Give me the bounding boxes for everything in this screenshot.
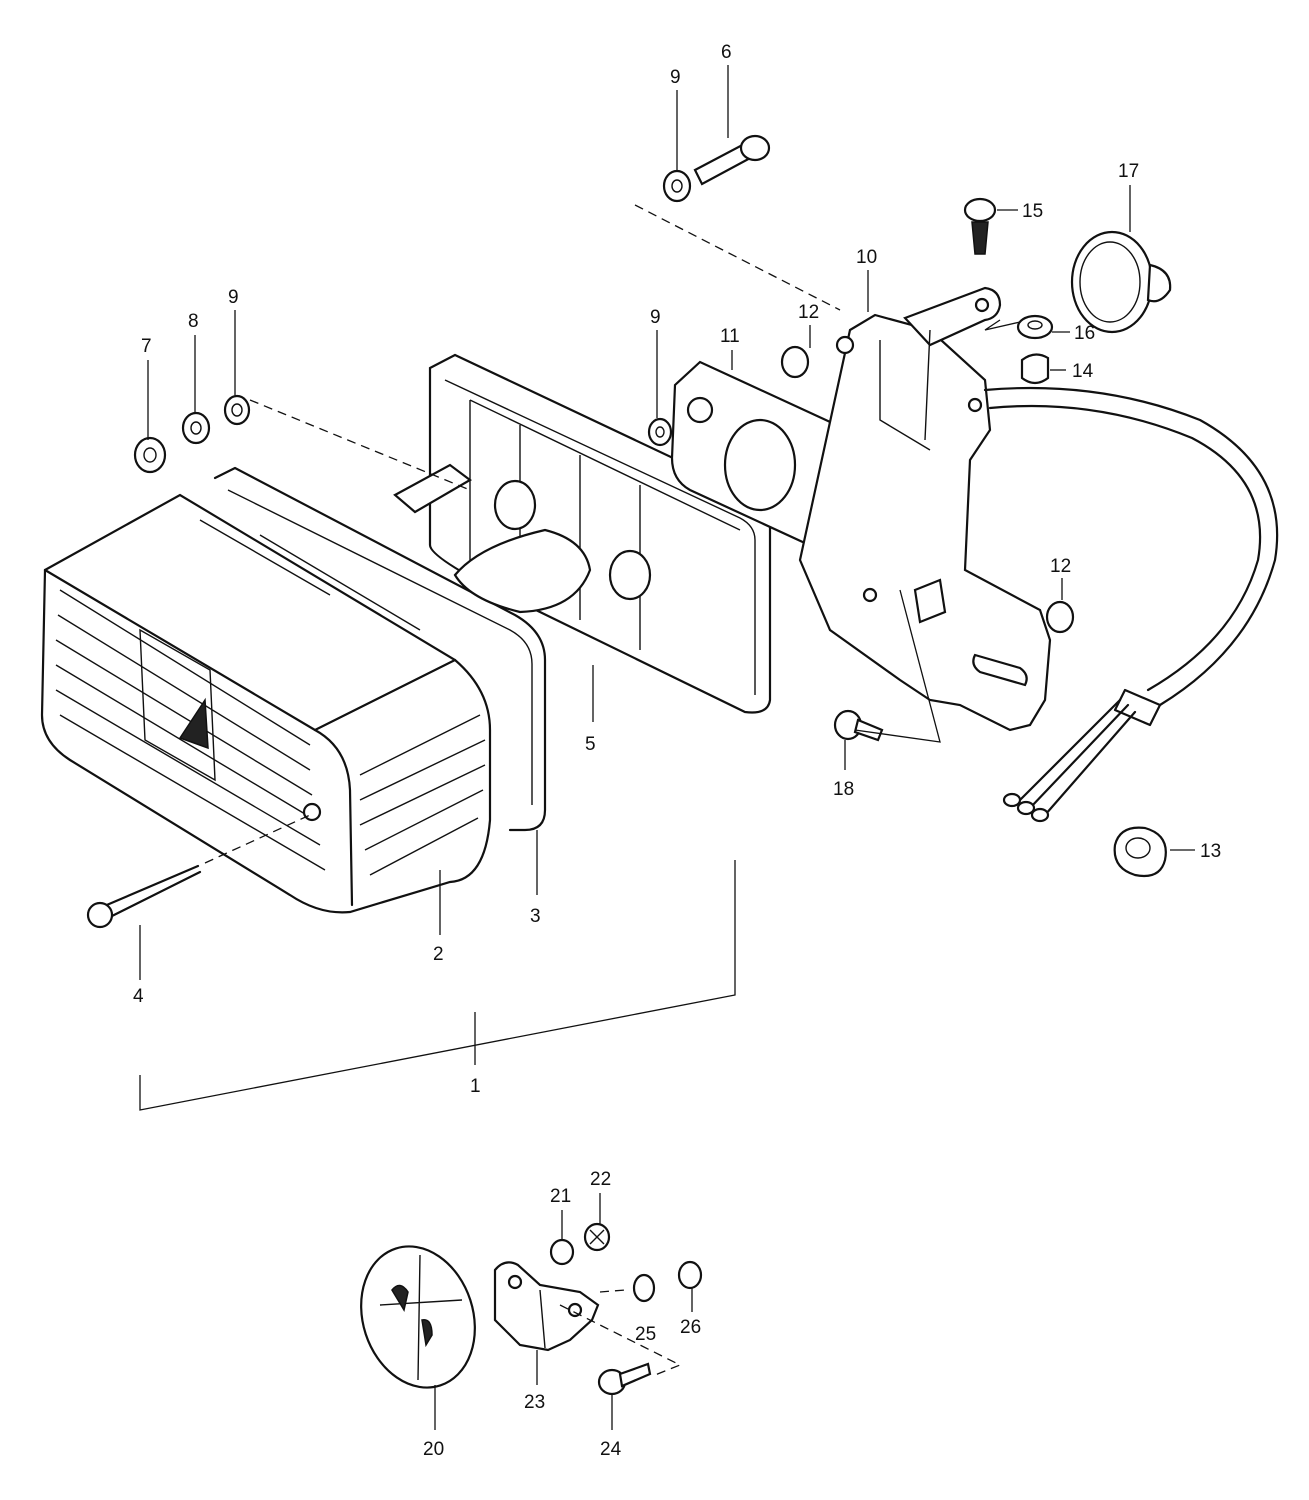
lamp-bracket	[798, 286, 1052, 732]
callout-9-left: 9	[228, 287, 239, 308]
tail-lamp-lens	[40, 493, 492, 914]
washer-9-mid	[647, 417, 673, 447]
callout-12-lower: 12	[1050, 556, 1071, 577]
callout-22: 22	[590, 1169, 611, 1190]
callout-10: 10	[856, 247, 877, 268]
reflector-20	[360, 1245, 476, 1389]
callout-15: 15	[1022, 201, 1043, 222]
callout-3: 3	[530, 906, 541, 927]
nut-26	[677, 1260, 703, 1290]
lens-gasket	[213, 466, 547, 832]
washer-16	[1016, 314, 1054, 340]
screw-18	[833, 709, 884, 742]
washer-25	[632, 1273, 656, 1303]
washer-9-top	[662, 169, 692, 203]
callout-7: 7	[141, 336, 152, 357]
cap-13	[1113, 826, 1167, 878]
callout-20: 20	[423, 1439, 444, 1460]
callout-labels: 1 2 3 4 5 6 7 8 9 9 9 10 11 12 12 13 14 …	[133, 42, 1221, 1460]
nut-21	[549, 1238, 575, 1266]
callout-12-top: 12	[798, 302, 819, 323]
callout-24: 24	[600, 1439, 622, 1460]
reflector-bracket-23	[493, 1261, 600, 1352]
callout-6: 6	[721, 42, 732, 63]
callout-5: 5	[585, 734, 596, 755]
callout-4: 4	[133, 986, 144, 1007]
nut-12-lower	[1045, 600, 1075, 634]
nut-7	[133, 436, 167, 474]
washer-9-left	[223, 394, 251, 426]
bolt-6	[693, 134, 771, 186]
callout-26: 26	[680, 1317, 701, 1338]
washer-22	[583, 1222, 611, 1252]
callout-13: 13	[1200, 841, 1221, 862]
callout-9-mid: 9	[650, 307, 661, 328]
screw-15	[963, 197, 997, 255]
callout-2: 2	[433, 944, 444, 965]
callout-21: 21	[550, 1186, 571, 1207]
callout-8: 8	[188, 311, 199, 332]
callout-25: 25	[635, 1324, 656, 1345]
leader-lines	[139, 65, 1195, 1430]
callout-17: 17	[1118, 161, 1139, 182]
grommet-12-top	[780, 345, 810, 379]
callout-23: 23	[524, 1392, 545, 1413]
wire-harness	[983, 386, 1279, 823]
callout-16: 16	[1074, 323, 1095, 344]
assembly-bracket	[139, 860, 736, 1111]
collar-14	[1020, 353, 1050, 385]
callout-9-top: 9	[670, 67, 681, 88]
screw-4	[86, 864, 202, 929]
bolt-24	[597, 1362, 652, 1396]
callout-14: 14	[1072, 361, 1094, 382]
lock-washer-8	[181, 411, 211, 445]
callout-18: 18	[833, 779, 854, 800]
callout-11: 11	[720, 326, 740, 347]
lamp-base	[393, 353, 772, 714]
callout-1: 1	[470, 1076, 481, 1097]
grommet-17	[1070, 230, 1172, 334]
